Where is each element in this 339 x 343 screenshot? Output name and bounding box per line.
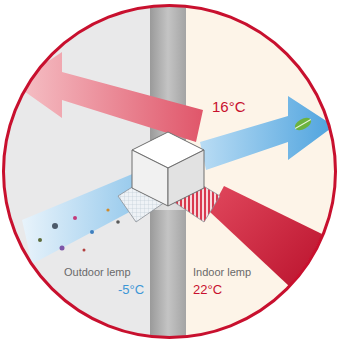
zone-label: Indoor lemp xyxy=(193,266,251,278)
exhaust-temp: 16°C xyxy=(212,99,246,116)
indoor-temp: 22°C xyxy=(193,283,222,297)
zone-label: Outdoor lemp xyxy=(64,266,131,278)
outdoor-temp: -5°C xyxy=(118,283,144,297)
